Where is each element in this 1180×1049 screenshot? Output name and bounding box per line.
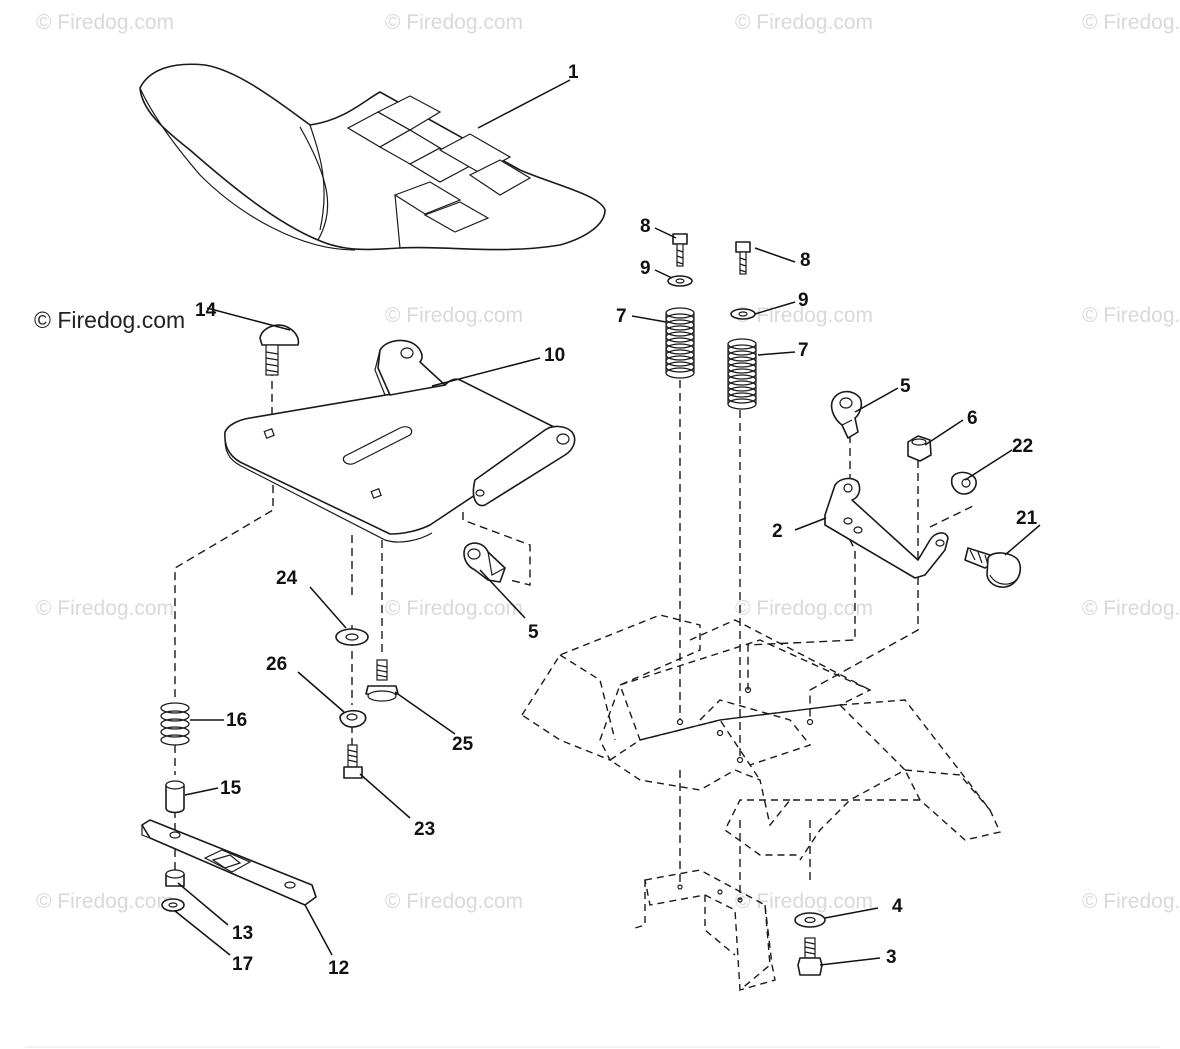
watermark-layer: © Firedog.com © Firedog.com © Firedog.co… (34, 11, 1180, 913)
callout-13: 13 (232, 923, 253, 944)
watermark: © Firedog.com (735, 890, 873, 913)
nut-22 (950, 471, 977, 495)
bolt-8-right (735, 241, 751, 275)
watermark-primary: © Firedog.com (34, 307, 185, 333)
seat-pan (224, 339, 576, 543)
nut-6 (907, 435, 932, 462)
watermark: © Firedog.com (1082, 597, 1180, 620)
callout-8-right: 8 (800, 250, 811, 271)
callout-26: 26 (266, 654, 287, 675)
callout-24: 24 (276, 568, 298, 589)
seat-bracket (141, 819, 317, 906)
callout-10: 10 (544, 345, 565, 366)
watermark: © Firedog.com (735, 597, 873, 620)
callout-4: 4 (892, 896, 903, 917)
washer-9-right (730, 308, 756, 320)
compression-spring-16 (160, 702, 190, 746)
watermark: © Firedog.com (1082, 304, 1180, 327)
washer-4 (794, 912, 826, 928)
hex-bolt-3 (797, 937, 823, 976)
callout-8-left: 8 (640, 216, 651, 237)
compression-spring-7-left (665, 307, 695, 379)
callout-14: 14 (195, 300, 217, 321)
callout-9-left: 9 (640, 258, 651, 279)
watermark: © Firedog.com (1082, 11, 1180, 34)
callout-2: 2 (772, 521, 783, 542)
callout-labels: 1 10 14 5 24 26 25 23 16 15 12 13 17 8 9… (195, 62, 1038, 979)
washers-left (335, 628, 369, 728)
callout-7-left: 7 (616, 306, 627, 327)
watermark: © Firedog.com (385, 11, 523, 34)
callout-21: 21 (1016, 508, 1038, 529)
callout-17: 17 (232, 954, 253, 975)
callout-25: 25 (452, 734, 474, 755)
callout-1: 1 (568, 62, 579, 83)
seat-switch-clip (463, 542, 506, 583)
watermark: © Firedog.com (36, 890, 174, 913)
bolt-8-left (672, 233, 688, 267)
callout-5-right: 5 (900, 376, 911, 397)
watermark: © Firedog.com (385, 597, 523, 620)
shoulder-bolt (365, 659, 399, 702)
watermark: © Firedog.com (385, 890, 523, 913)
callout-16: 16 (226, 710, 247, 731)
tractor-frame (521, 614, 1001, 992)
leader-lines (174, 79, 1041, 966)
watermark: © Firedog.com (385, 304, 523, 327)
callout-6: 6 (967, 408, 978, 429)
switch-bracket (824, 477, 949, 579)
seat (139, 63, 606, 251)
watermark: © Firedog.com (1082, 890, 1180, 913)
callout-9-right: 9 (798, 290, 809, 311)
switch-clip-right (830, 390, 863, 439)
callout-3: 3 (886, 947, 897, 968)
compression-spring-7-right (727, 338, 757, 410)
spacer-15 (165, 780, 185, 814)
callout-22: 22 (1012, 436, 1033, 457)
callout-5-left: 5 (528, 622, 539, 643)
watermark: © Firedog.com (36, 11, 174, 34)
nut-13 (165, 869, 185, 887)
callout-7-right: 7 (798, 340, 809, 361)
interlock-switch (964, 547, 1022, 588)
watermark: © Firedog.com (735, 11, 873, 34)
carriage-bolt (259, 324, 300, 376)
watermark: © Firedog.com (36, 597, 174, 620)
callout-12: 12 (328, 958, 349, 979)
washer-9-left (667, 275, 693, 287)
hex-bolt-23 (343, 744, 363, 779)
callout-15: 15 (220, 778, 242, 799)
washer-17 (161, 898, 185, 912)
callout-23: 23 (414, 819, 435, 840)
